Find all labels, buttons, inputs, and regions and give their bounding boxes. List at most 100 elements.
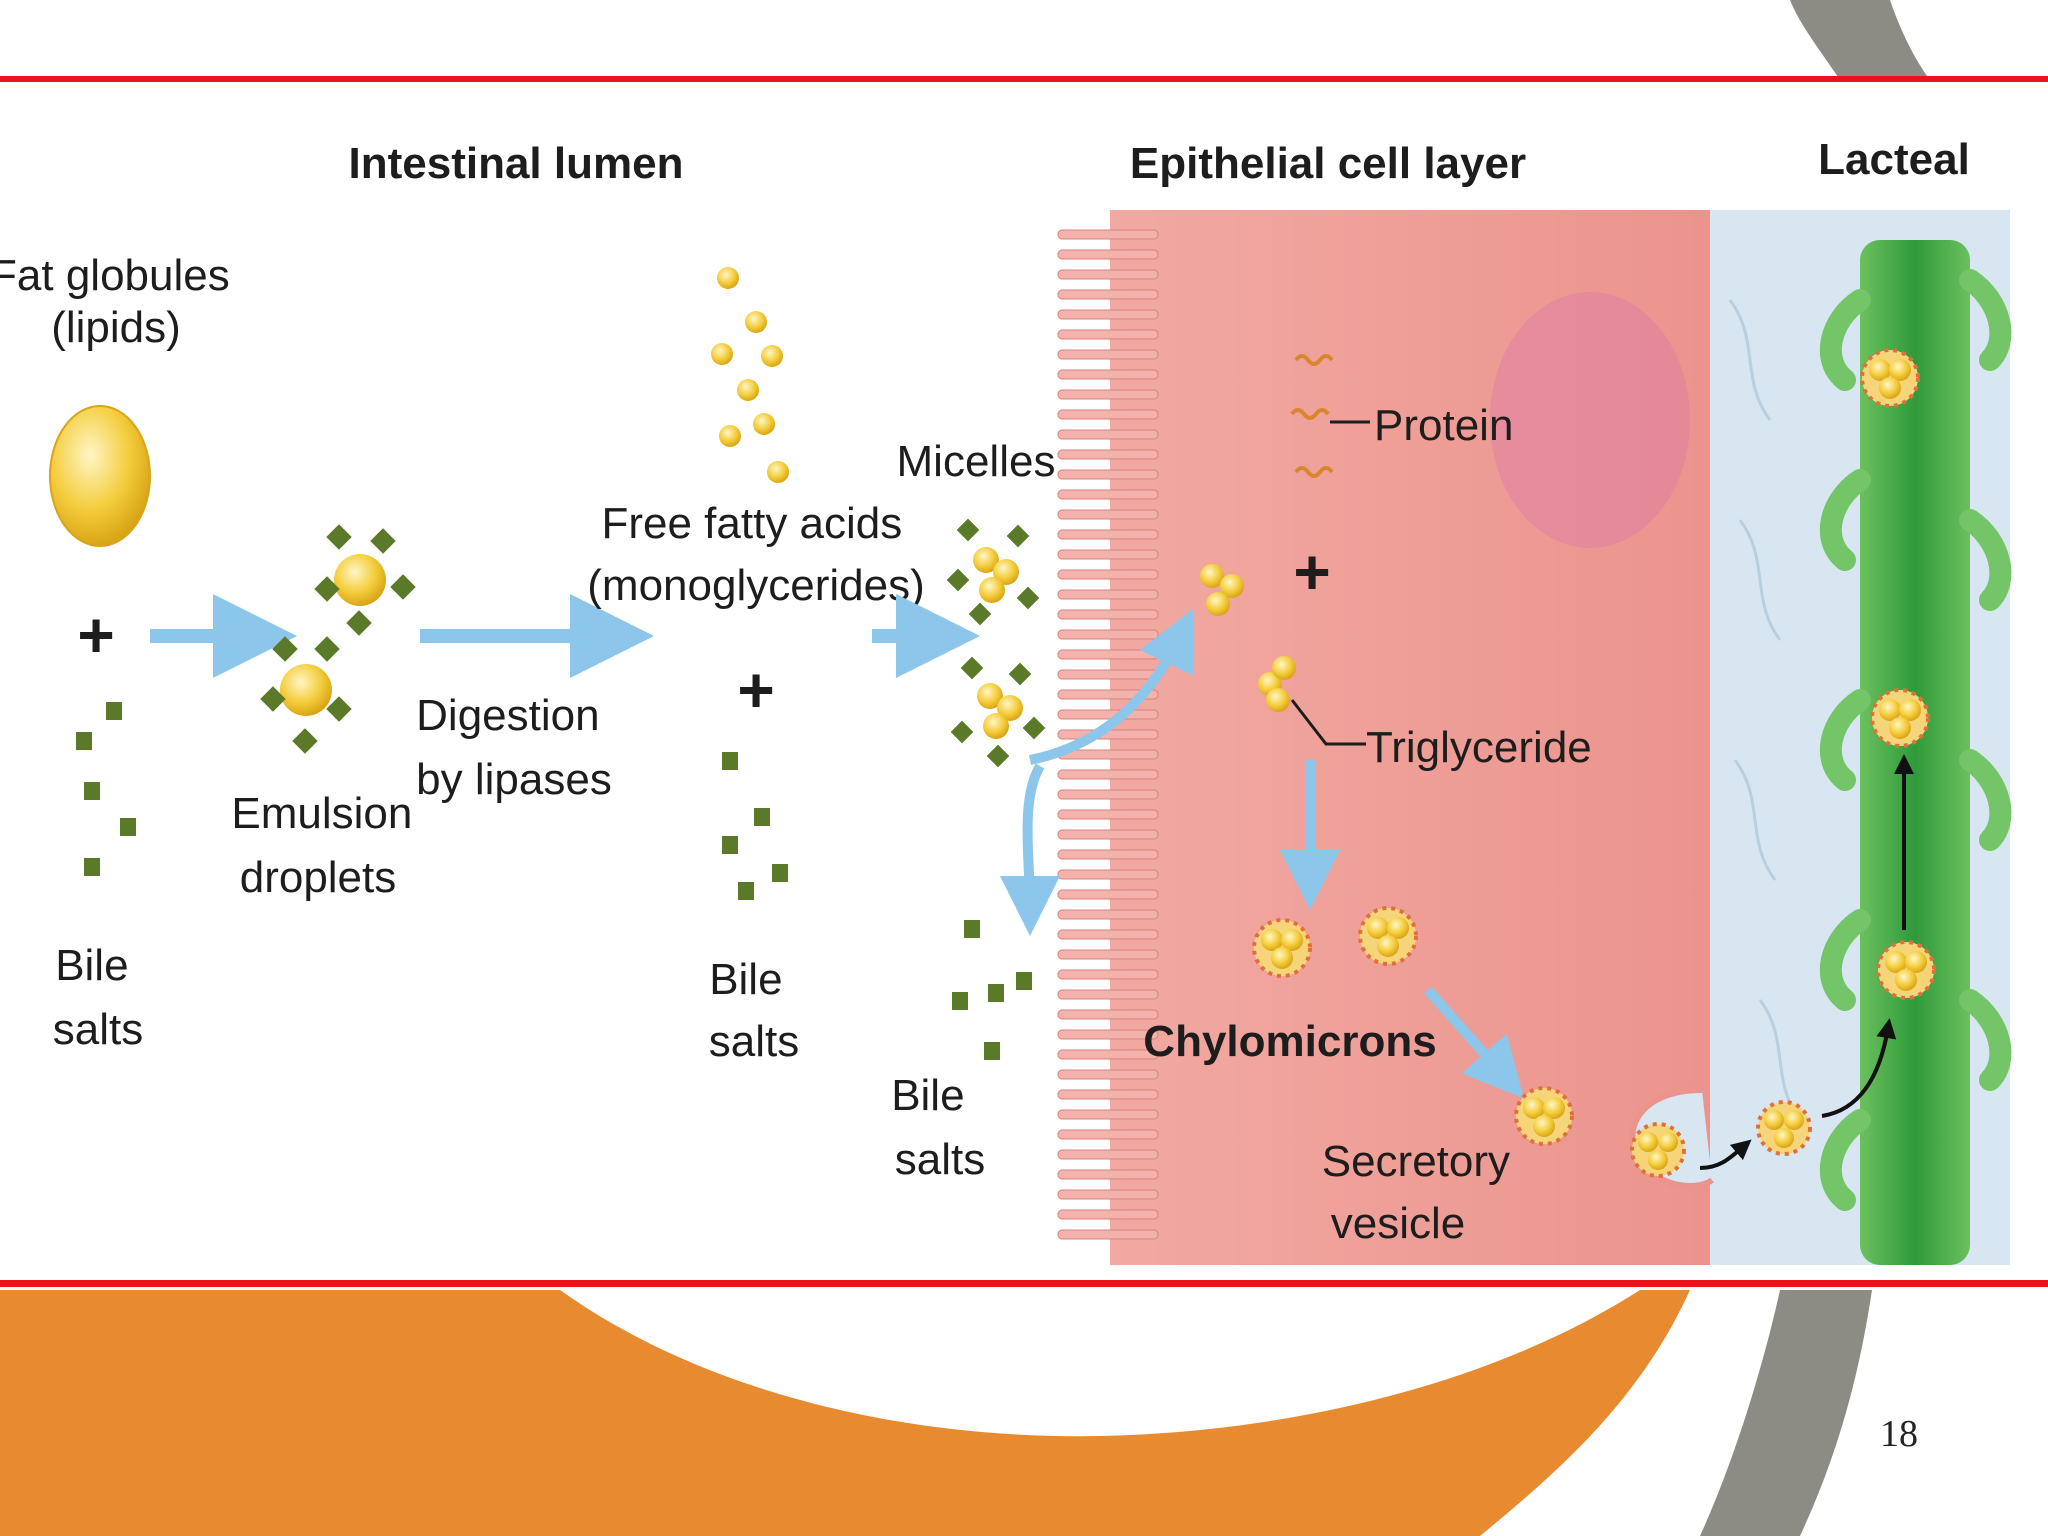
gray-swoosh xyxy=(1700,1290,1872,1536)
lacteal-chylomicron-2 xyxy=(1870,688,1930,748)
microvillus xyxy=(1057,289,1159,300)
microvillus xyxy=(1057,709,1159,720)
label-protein: Protein xyxy=(1374,401,1513,450)
microvillus xyxy=(1057,429,1159,440)
label-fat-globules: Fat globules (lipids) xyxy=(0,251,242,352)
microvillus xyxy=(1057,509,1159,520)
microvillus xyxy=(1057,629,1159,640)
microvillus xyxy=(1057,469,1159,480)
microvillus xyxy=(1057,609,1159,620)
microvilli-border xyxy=(1057,229,1159,1240)
gray-swoosh-top xyxy=(1790,0,1930,80)
arrow-exocytosis xyxy=(1699,1139,1752,1170)
nucleus xyxy=(1490,292,1690,548)
microvillus xyxy=(1057,1049,1159,1060)
header-lacteal: Lacteal xyxy=(1818,135,1970,184)
micelle-2 xyxy=(950,656,1046,768)
interstitial-chylomicron xyxy=(1756,1100,1812,1156)
microvillus xyxy=(1057,809,1159,820)
top-rule xyxy=(0,76,2048,82)
microvillus xyxy=(1057,949,1159,960)
arrow-to-secretory-vesicle xyxy=(1424,986,1524,1099)
microvillus xyxy=(1057,669,1159,680)
header-intestinal-lumen: Intestinal lumen xyxy=(349,139,684,188)
plus-sign-3: + xyxy=(1293,536,1330,608)
label-free-fatty-acids: Free fatty acids (monoglycerides) xyxy=(587,499,924,610)
microvillus xyxy=(1057,349,1159,360)
triglyceride-leader xyxy=(1290,699,1366,746)
microvillus xyxy=(1057,589,1159,600)
free-fatty-acids xyxy=(711,267,789,483)
microvillus xyxy=(1057,929,1159,940)
chylomicron-2 xyxy=(1358,906,1418,966)
microvillus xyxy=(1057,769,1159,780)
microvillus xyxy=(1057,1009,1159,1020)
microvillus xyxy=(1057,829,1159,840)
label-emulsion-droplets: Emulsion droplets xyxy=(231,789,424,902)
microvillus xyxy=(1057,789,1159,800)
epithelial-cell xyxy=(1057,210,1710,1265)
microvillus xyxy=(1057,569,1159,580)
slide-number: 18 xyxy=(1880,1413,1918,1455)
microvillus xyxy=(1057,269,1159,280)
label-secretory-vesicle: Secretory vesicle xyxy=(1322,1137,1523,1248)
microvillus xyxy=(1057,1109,1159,1120)
microvillus xyxy=(1057,689,1159,700)
microvillus xyxy=(1057,489,1159,500)
microvillus xyxy=(1057,909,1159,920)
bile-salts-group-2 xyxy=(722,752,788,900)
secretory-vesicle xyxy=(1514,1086,1574,1146)
microvillus xyxy=(1057,389,1159,400)
microvillus xyxy=(1057,989,1159,1000)
microvillus xyxy=(1057,1029,1159,1040)
exocytosed-chylomicron xyxy=(1629,1087,1714,1189)
arrow-into-lacteal xyxy=(1821,1018,1897,1118)
microvillus xyxy=(1057,329,1159,340)
microvillus xyxy=(1057,409,1159,420)
bottom-rule xyxy=(0,1280,2048,1287)
label-triglyceride: Triglyceride xyxy=(1366,723,1592,772)
microvillus xyxy=(1057,1209,1159,1220)
protein-strands xyxy=(1290,354,1334,478)
absorbed-monoglycerides xyxy=(1200,564,1244,616)
label-bile-salts-2: Bile salts xyxy=(709,955,799,1066)
plus-sign-2: + xyxy=(737,654,774,726)
header-epithelial-cell-layer: Epithelial cell layer xyxy=(1130,139,1526,188)
label-digestion-by-lipases: Digestion by lipases xyxy=(416,691,612,804)
microvillus xyxy=(1057,1089,1159,1100)
microvillus xyxy=(1057,369,1159,380)
microvillus xyxy=(1057,1069,1159,1080)
arrow-into-cell xyxy=(1029,608,1195,765)
microvillus xyxy=(1057,869,1159,880)
fat-globule xyxy=(49,405,151,547)
lacteal-vessel xyxy=(1819,240,2012,1265)
microvillus xyxy=(1057,549,1159,560)
label-chylomicrons: Chylomicrons xyxy=(1143,1017,1436,1066)
microvillus xyxy=(1057,249,1159,260)
bile-salts-group-3 xyxy=(952,920,1032,1060)
microvillus xyxy=(1057,1169,1159,1180)
arrow-bile-salts-return xyxy=(999,763,1060,936)
microvillus xyxy=(1057,1129,1159,1140)
microvillus xyxy=(1057,889,1159,900)
microvillus xyxy=(1057,449,1159,460)
microvillus xyxy=(1057,1189,1159,1200)
interstitial-fibres xyxy=(1728,299,1802,1121)
white-arc xyxy=(560,1290,1640,1437)
microvillus xyxy=(1057,1149,1159,1160)
label-micelles: Micelles xyxy=(897,437,1056,486)
microvillus xyxy=(1057,309,1159,320)
bile-salts-group-1 xyxy=(76,702,136,876)
microvillus xyxy=(1057,1229,1159,1240)
emulsion-droplet-1 xyxy=(314,524,416,636)
triglyceride xyxy=(1258,656,1296,712)
lacteal-chylomicron-3 xyxy=(1876,940,1936,1000)
label-bile-salts-1: Bile salts xyxy=(53,941,143,1054)
microvillus xyxy=(1057,969,1159,980)
microvillus xyxy=(1057,649,1159,660)
microvillus xyxy=(1057,229,1159,240)
plus-sign-1: + xyxy=(77,599,114,671)
label-bile-salts-3: Bile salts xyxy=(891,1071,985,1184)
